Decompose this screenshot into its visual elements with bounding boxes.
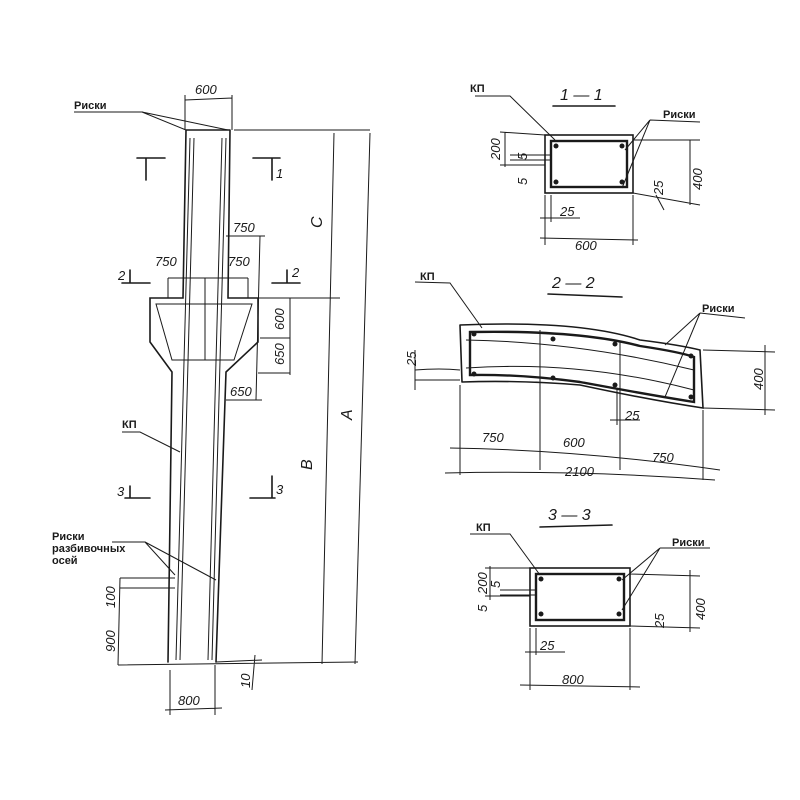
dim-C: C — [309, 216, 326, 228]
dim-10: 10 — [238, 673, 253, 688]
section-3-outline — [529, 567, 631, 627]
section-2-2: 2 — 2 КП Риски 25 400 25 750 600 750 210… — [404, 271, 776, 481]
dim-bottom-width: 800 — [178, 693, 200, 708]
section-1-dim-25-side: 25 — [651, 180, 666, 196]
column-reinforcement — [155, 137, 253, 661]
section-1-width: 600 — [575, 238, 597, 253]
section-1-dim-25-bottom: 25 — [559, 204, 575, 219]
dim-100: 100 — [103, 586, 118, 608]
dimension-lines — [117, 95, 371, 715]
dim-750-mid: 750 — [228, 254, 250, 269]
section-3-dim-400: 400 — [693, 598, 708, 620]
section-1-title: 1 — 1 — [560, 87, 603, 104]
leader-lines — [74, 111, 229, 581]
section-3-label-left: 3 — [117, 484, 125, 499]
section-2-dim-400: 400 — [751, 368, 766, 390]
section-1-label: 1 — [276, 166, 283, 181]
axis-marks-label-3: осей — [52, 555, 78, 567]
section-2-dim-750-right: 750 — [652, 450, 674, 465]
section-3-marks: Риски — [672, 537, 704, 549]
section-3-dim-25-bottom: 25 — [539, 638, 555, 653]
section-2-dimensions — [414, 281, 776, 481]
section-2-rebar-cage — [468, 330, 696, 404]
section-2-marks: Риски — [702, 303, 734, 315]
dim-750-left: 750 — [155, 254, 177, 269]
section-1-dim-5a: 5 — [515, 152, 530, 160]
section-2-inner-lines — [465, 339, 695, 391]
section-3-kp: КП — [476, 522, 491, 534]
section-markers — [121, 157, 301, 499]
section-2-title: 2 — 2 — [551, 275, 595, 292]
section-2-dim-600: 600 — [563, 435, 585, 450]
section-1-rebar-cage — [549, 139, 629, 189]
section-3-dim-5a: 5 — [488, 580, 503, 588]
section-1-dim-400: 400 — [690, 168, 705, 190]
section-2-label-left: 2 — [117, 268, 126, 283]
section-2-kp: КП — [420, 271, 435, 283]
dim-A: A — [339, 409, 356, 421]
section-1-dim-200: 200 — [488, 138, 503, 161]
section-2-dim-25-bottom: 25 — [624, 408, 640, 423]
section-2-label-right: 2 — [291, 265, 300, 280]
dim-900: 900 — [103, 630, 118, 652]
section-3-dim-25-side: 25 — [652, 613, 667, 629]
section-3-title: 3 — 3 — [548, 507, 591, 524]
dim-600: 600 — [272, 308, 287, 330]
section-3-3: 3 — 3 КП Риски 200 5 5 25 400 25 800 — [470, 507, 710, 690]
marks-label-top: Риски — [74, 100, 106, 112]
section-1-kp: КП — [470, 83, 485, 95]
section-1-dim-5b: 5 — [515, 177, 530, 185]
dim-650-horizontal: 650 — [230, 384, 252, 399]
section-2-dim-25-left: 25 — [404, 351, 419, 367]
kp-label: КП — [122, 419, 137, 431]
section-3-rebar-cage — [534, 572, 626, 622]
dim-650-vertical: 650 — [272, 343, 287, 365]
section-3-width: 800 — [562, 672, 584, 687]
dim-750-right: 750 — [233, 220, 255, 235]
column-elevation: Риски 600 1 2 2 3 3 750 750 750 600 650 … — [52, 82, 371, 715]
axis-marks-label-2: разбивочных — [52, 543, 126, 555]
section-3-dimensions — [470, 533, 710, 690]
dim-top-width: 600 — [195, 82, 217, 97]
section-1-dimensions — [475, 95, 701, 245]
section-2-dim-750-left: 750 — [482, 430, 504, 445]
title-underline — [547, 293, 623, 298]
section-2-total: 2100 — [564, 464, 595, 479]
section-1-outline — [544, 134, 634, 194]
section-1-1: 1 — 1 КП Риски 200 5 5 25 400 25 600 — [470, 83, 705, 253]
section-3-dim-5b: 5 — [475, 604, 490, 612]
dim-B: B — [299, 459, 316, 470]
section-3-dim-200: 200 — [475, 572, 490, 595]
axis-marks-label-1: Риски — [52, 531, 84, 543]
section-3-label-right: 3 — [276, 482, 284, 497]
title-underline — [539, 524, 613, 528]
section-1-marks: Риски — [663, 109, 695, 121]
